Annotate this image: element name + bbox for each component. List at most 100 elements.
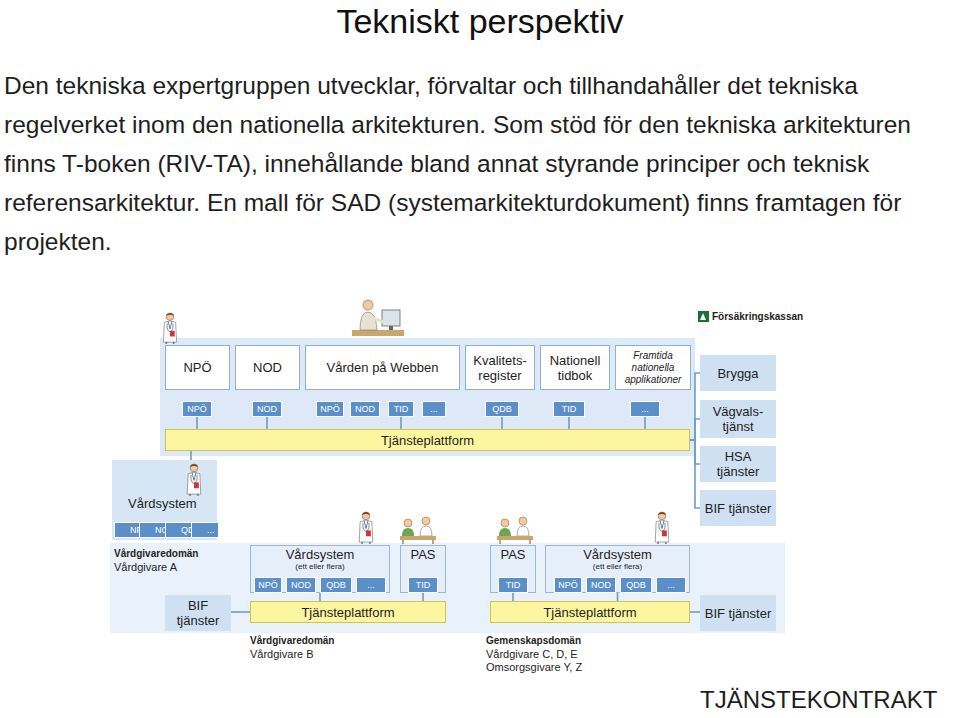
pas-box: PAS TID bbox=[490, 545, 536, 593]
contract-box: NPÖ bbox=[254, 577, 282, 593]
contract-box: QDB bbox=[620, 577, 652, 593]
node-text: (ett eller flera) bbox=[548, 562, 687, 572]
connector-line bbox=[690, 373, 700, 440]
app-box: Framtida nationella applikationer bbox=[615, 345, 691, 390]
patient-figure bbox=[497, 517, 533, 544]
service-box: BIF tjänster bbox=[165, 595, 231, 631]
domain-name: Vårdgivaredomän bbox=[114, 548, 198, 560]
system-box: VårdsystemNPÖNODQDB... bbox=[112, 460, 217, 540]
connector-line bbox=[231, 611, 250, 613]
node-text: Brygga bbox=[703, 366, 773, 381]
service-platform: Tjänsteplattform bbox=[490, 601, 690, 623]
domain-owner: Vårdgivare C, D, E bbox=[486, 648, 578, 661]
node-text: Vårdsystem bbox=[116, 496, 213, 511]
node-text: Kvalitets- register bbox=[469, 353, 531, 383]
node-text: NPÖ bbox=[320, 403, 340, 415]
footer-text: TJÄNSTEKONTRAKT bbox=[700, 686, 937, 714]
node-text: NPÖ bbox=[169, 360, 226, 375]
node-text: Framtida nationella applikationer bbox=[619, 350, 687, 386]
node-text: QDB bbox=[489, 403, 515, 415]
body-text: Den tekniska expertgruppen utvecklar, fö… bbox=[4, 66, 956, 261]
doctor-figure bbox=[655, 512, 669, 544]
node-text: NOD bbox=[290, 579, 312, 591]
contract-box: NOD bbox=[252, 401, 282, 417]
connector-line bbox=[319, 593, 321, 601]
connector-line bbox=[690, 419, 700, 440]
app-box: Vården på Webben bbox=[305, 345, 460, 390]
connector-line bbox=[568, 417, 570, 429]
desk-figure bbox=[352, 300, 404, 336]
service-box: Brygga bbox=[700, 355, 776, 391]
connector-line bbox=[690, 440, 700, 508]
node-text: NPÖ bbox=[558, 579, 578, 591]
node-text: (ett eller flera) bbox=[253, 562, 387, 572]
node-text: ... bbox=[360, 579, 382, 591]
contract-box: ... bbox=[356, 577, 386, 593]
node-text: QDB bbox=[624, 579, 648, 591]
node-text: ... bbox=[195, 524, 215, 536]
contract-box: QDB bbox=[485, 401, 519, 417]
node-text: Tjänsteplattform bbox=[495, 605, 685, 620]
service-platform: Tjänsteplattform bbox=[165, 429, 690, 451]
node-text: ... bbox=[660, 579, 682, 591]
contract-box: TID bbox=[408, 577, 438, 593]
contract-box: QDB bbox=[320, 577, 352, 593]
connector-line bbox=[196, 417, 198, 429]
app-box: Nationell tidbok bbox=[540, 345, 610, 390]
node-text: Vårdsystem bbox=[548, 548, 687, 562]
app-box: NOD bbox=[235, 345, 300, 390]
node-text: Nationell tidbok bbox=[544, 353, 606, 383]
contract-box: TID bbox=[553, 401, 585, 417]
service-box: BIF tjänster bbox=[700, 490, 776, 526]
node-text: TID bbox=[502, 579, 524, 591]
patient-figure bbox=[400, 517, 436, 544]
node-text: NPÖ bbox=[258, 579, 278, 591]
node-text: Vägvals- tjänst bbox=[703, 404, 773, 434]
node-text: BIF tjänster bbox=[168, 598, 228, 628]
app-panel bbox=[160, 338, 695, 456]
node-text: NOD bbox=[239, 360, 296, 375]
node-text: TID bbox=[412, 579, 434, 591]
contract-box: NOD bbox=[350, 401, 380, 417]
domain-owner: Vårdgivare B bbox=[250, 648, 314, 661]
node-text: NOD bbox=[256, 403, 278, 415]
contract-box: ... bbox=[422, 401, 446, 417]
node-text: QDB bbox=[324, 579, 348, 591]
contract-box: NOD bbox=[286, 577, 316, 593]
node-text: TID bbox=[392, 403, 410, 415]
logo-text: Försäkringskassan bbox=[712, 311, 803, 323]
domain-panel bbox=[110, 543, 785, 633]
domain-name: Gemenskapsdomän bbox=[486, 635, 581, 647]
contract-box: TID bbox=[388, 401, 414, 417]
node-text: PAS bbox=[493, 548, 533, 562]
node-text: TID bbox=[557, 403, 581, 415]
service-box: BIF tjänster bbox=[700, 595, 776, 631]
contract-box: ... bbox=[656, 577, 686, 593]
node-text: NPÖ bbox=[186, 403, 208, 415]
node-text: BIF tjänster bbox=[703, 501, 773, 516]
service-platform: Tjänsteplattform bbox=[250, 601, 446, 623]
contract-box: NPÖ bbox=[182, 401, 212, 417]
node-text: Vården på Webben bbox=[309, 360, 456, 375]
connector-line bbox=[501, 417, 503, 429]
service-box: Vägvals- tjänst bbox=[700, 400, 776, 438]
doctor-figure bbox=[163, 313, 176, 344]
contract-box: NPÖ bbox=[316, 401, 344, 417]
doctor-figure bbox=[187, 464, 201, 496]
node-text: HSA tjänster bbox=[703, 449, 773, 479]
node-text: Vårdsystem bbox=[253, 548, 387, 562]
connector-line bbox=[617, 593, 619, 601]
contract-box: NPÖ bbox=[554, 577, 582, 593]
connector-line bbox=[190, 451, 192, 460]
connector-line bbox=[512, 593, 514, 601]
contract-box: ... bbox=[630, 401, 660, 417]
connector-line bbox=[266, 417, 268, 429]
node-text: ... bbox=[426, 403, 442, 415]
connector-line bbox=[644, 417, 646, 429]
domain-name: Vårdgivaredomän bbox=[250, 635, 334, 647]
connector-line bbox=[422, 593, 424, 601]
node-text: NOD bbox=[590, 579, 612, 591]
domain-owner: Vårdgivare A bbox=[114, 561, 177, 574]
